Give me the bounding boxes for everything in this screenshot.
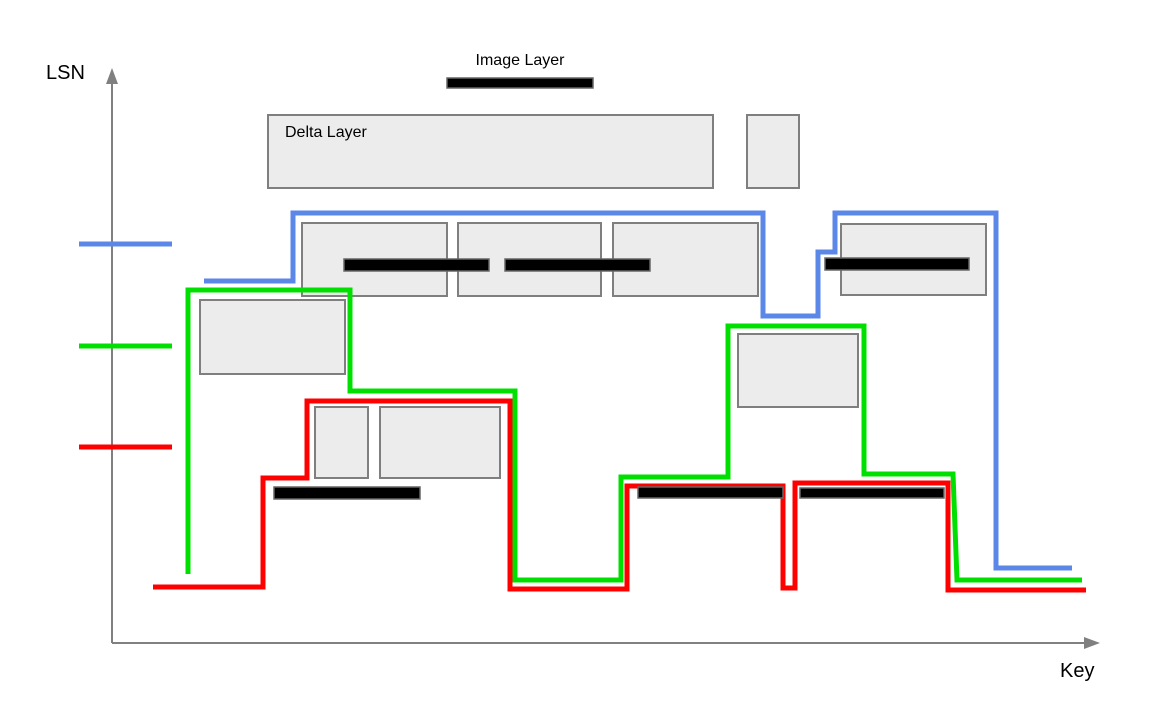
image-layer-label: Image Layer	[475, 52, 565, 69]
delta-layer-box-row3-right	[737, 333, 859, 408]
delta-layer-box-row3-left	[199, 299, 346, 375]
delta-layer-box-top-small	[746, 114, 800, 189]
delta-layer-box-row4-small	[314, 406, 369, 479]
delta-layer-box-row2-3	[612, 222, 759, 297]
x-axis-arrowhead	[1084, 637, 1100, 649]
image-layer-bar-row2-2	[504, 258, 651, 272]
red-branch-line	[153, 398, 1086, 593]
green-branch-line	[185, 287, 1082, 583]
image-layer-bar-row2-1	[343, 258, 490, 272]
image-layer-bar-bottom-1	[273, 486, 421, 500]
image-layer-bar-row2-3	[824, 257, 970, 271]
image-layer-bar-bottom-3	[799, 487, 945, 499]
image-layer-bar-bottom-2	[637, 486, 784, 499]
x-axis-label: Key	[1060, 660, 1095, 682]
y-axis-label: LSN	[46, 62, 85, 84]
blue-branch-line	[204, 210, 1072, 571]
delta-layer-label: Delta Layer	[285, 124, 367, 141]
delta-layer-labeled-box	[267, 114, 714, 189]
y-axis-arrowhead	[106, 68, 118, 84]
image-layer-legend-bar	[446, 77, 594, 89]
delta-layer-box-row4-wide	[379, 406, 501, 479]
